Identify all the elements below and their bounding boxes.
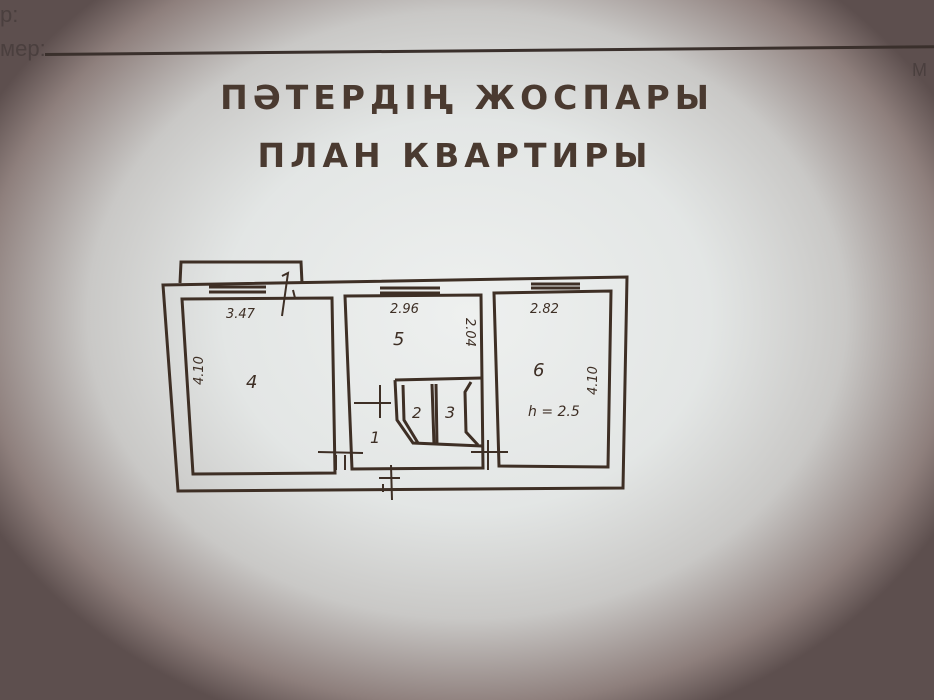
room-4-width: 3.47 — [226, 307, 256, 322]
title-russian: ПЛАН КВАРТИРЫ — [257, 136, 653, 175]
room-2-number: 2 — [412, 404, 422, 422]
room-4-number: 4 — [246, 372, 257, 393]
room-5-width: 2.96 — [390, 302, 419, 317]
room-3-number: 3 — [445, 403, 455, 422]
room-5-number: 5 — [393, 329, 404, 350]
room-4-length: 4.10 — [192, 356, 207, 385]
edge-label-right: М — [912, 60, 927, 80]
room-5-length: 2.04 — [462, 318, 477, 347]
edge-label-second: мер: — [0, 36, 46, 61]
title-kazakh: ПӘТЕРДІҢ ЖОСПАРЫ — [220, 78, 714, 117]
room-6-width: 2.82 — [530, 302, 559, 317]
room-6-number: 6 — [533, 360, 544, 381]
ceiling-height: h = 2.5 — [528, 404, 580, 420]
room-1-number: 1 — [370, 428, 380, 447]
room-6-length: 4.10 — [586, 366, 601, 395]
edge-label-top: р: — [0, 2, 19, 27]
